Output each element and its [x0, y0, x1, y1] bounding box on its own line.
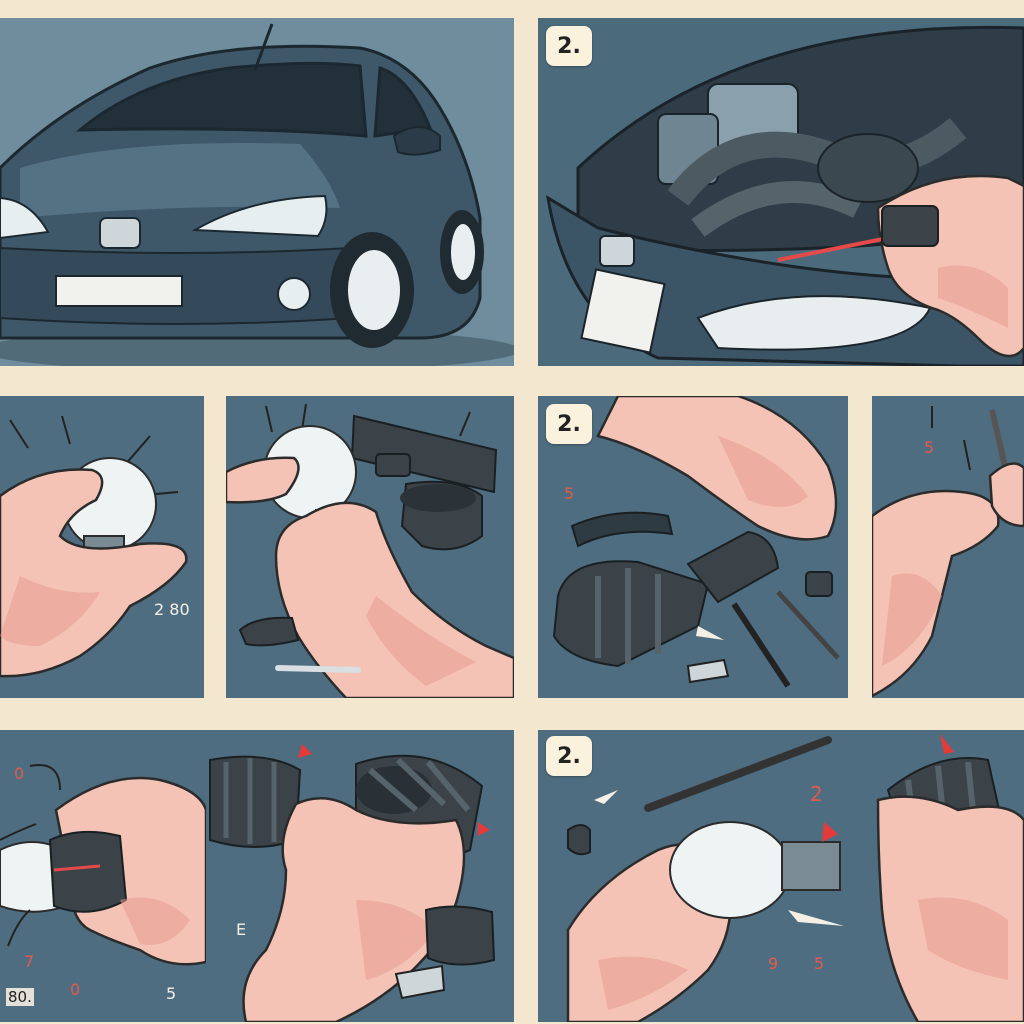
- panel-fingers-tool: 5: [872, 396, 1024, 698]
- step-number-label: E: [236, 920, 247, 939]
- step-number-label: 7: [24, 952, 35, 971]
- panel-engine-bay: 2.: [538, 18, 1024, 366]
- bulb-into-socket-illustration: [0, 730, 206, 1022]
- step-number-label: 5: [924, 438, 935, 457]
- step-number-label: 5: [166, 984, 177, 1003]
- step-number-label: 0: [14, 764, 25, 783]
- socket-removal-illustration: [538, 396, 848, 698]
- fingers-tool-illustration: [872, 396, 1024, 698]
- step-badge: 2.: [546, 404, 592, 444]
- panel-car-front: [0, 18, 514, 366]
- hold-bulb-illustration: [0, 396, 204, 698]
- install-bulb-illustration: [538, 730, 1024, 1022]
- step-number-label: 5: [814, 954, 825, 973]
- step-badge: 2.: [546, 736, 592, 776]
- step-number-label: 2: [810, 782, 823, 806]
- panel-socket-removal: 2. 5: [538, 396, 848, 698]
- engine-bay-illustration: [538, 18, 1024, 366]
- car-front-illustration: [0, 18, 514, 366]
- step-number-label: 9: [768, 954, 779, 973]
- step-number-label: 5: [564, 484, 575, 503]
- bulb-socket-parts-illustration: [226, 396, 514, 698]
- socket-in-hand-illustration: [206, 730, 514, 1022]
- panel-bulb-socket-parts: [226, 396, 514, 698]
- step-number-label: 80.: [6, 988, 34, 1006]
- panel-bulb-into-socket: 0 7 80. 0 5: [0, 730, 206, 1022]
- panel-install-bulb: 2. 2 9 5: [538, 730, 1024, 1022]
- panel-socket-in-hand: E: [206, 730, 514, 1022]
- step-number-label: 2 80: [154, 600, 190, 619]
- step-badge: 2.: [546, 26, 592, 66]
- step-number-label: 0: [70, 980, 81, 999]
- panel-hold-bulb: 2 80: [0, 396, 204, 698]
